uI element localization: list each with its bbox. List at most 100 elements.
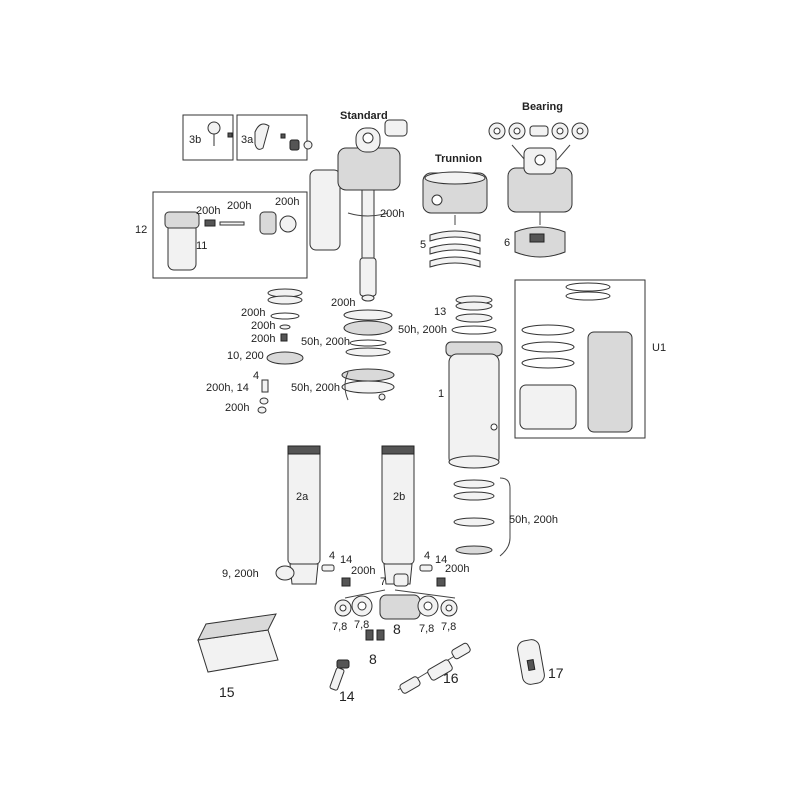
part-9-bushing [275, 565, 295, 581]
label-U1: U1 [652, 342, 666, 354]
label-3b: 3b [189, 134, 201, 146]
part-3b-box [182, 114, 234, 161]
label-2b: 2b [393, 491, 405, 503]
standard-eyelet-hole [362, 132, 374, 144]
label-1: 1 [438, 388, 444, 400]
part-16-end-a [399, 676, 421, 694]
label-200h-14: 200h, 14 [206, 382, 249, 394]
p13-ring-3 [455, 313, 493, 323]
label-14-bottom: 14 [339, 688, 355, 704]
u1-ring-b [521, 341, 575, 353]
label-200h-center: 200h [331, 297, 355, 309]
part-U1-group: U1 [514, 279, 666, 439]
seal-stack-left [266, 288, 304, 365]
r-seal-4 [455, 545, 493, 555]
seal-ring-2 [267, 295, 303, 305]
label-200h-12b: 200h [227, 200, 251, 212]
label-2a: 2a [296, 491, 309, 503]
valve-left [257, 379, 269, 414]
seal-piston [266, 351, 304, 365]
part-15-tool [197, 613, 279, 673]
tube-2b-top [381, 445, 415, 455]
label-14-2a: 14 [340, 554, 352, 566]
standard-shock-body [309, 119, 408, 297]
hw-leader-l [344, 589, 386, 599]
label-7: 7 [380, 576, 386, 588]
hw-bearing-2-in [357, 601, 367, 611]
clip-3 [429, 256, 481, 268]
label-3a: 3a [241, 134, 254, 146]
label-200h-2a: 200h [351, 565, 375, 577]
part-3a-box [236, 114, 308, 161]
seal-oring [270, 312, 300, 320]
label-200h-standard: 200h [380, 208, 404, 220]
bearing-2-inner [513, 127, 521, 135]
part-13 [451, 295, 497, 335]
bearing-spacer [529, 125, 549, 137]
bearing-head [507, 167, 573, 213]
part-3a-eyelet [254, 123, 270, 150]
cap-12 [279, 215, 297, 233]
bearing-3-inner [556, 127, 564, 135]
heading-trunnion: Trunnion [435, 153, 482, 165]
u1-ring-a [521, 324, 575, 336]
part-6-block [529, 233, 545, 243]
part-14-valve [329, 659, 350, 691]
label-78-d: 7,8 [441, 621, 456, 633]
c-seal-6 [341, 368, 395, 382]
spring-small [204, 219, 216, 227]
part-1-air-can [445, 341, 503, 469]
bearing-group [488, 122, 589, 213]
label-200h-s2: 200h [251, 320, 275, 332]
standard-bushing [384, 119, 408, 137]
part-3b-group: 3b [182, 114, 234, 161]
label-200h-2b: 200h [445, 563, 469, 575]
knob-12 [259, 211, 277, 235]
trunnion-top-ring [424, 171, 486, 185]
clip-1 [429, 230, 481, 242]
label-78-a: 7,8 [332, 621, 347, 633]
part-14-cap [336, 659, 350, 669]
part-6 [514, 226, 566, 258]
c-seal-8 [378, 393, 386, 401]
air-can-hole [490, 423, 498, 431]
label-13: 13 [434, 306, 446, 318]
hardware-row [334, 573, 458, 641]
bearing-4-inner [576, 127, 584, 135]
part-5-clips [429, 230, 481, 268]
seal-stack-right [453, 477, 511, 557]
pin-small [219, 221, 245, 226]
heading-bearing: Bearing [522, 101, 563, 113]
label-9-200h: 9, 200h [222, 568, 259, 580]
part-3a-group: 3a [236, 114, 308, 161]
reservoir-top [164, 211, 200, 229]
valve-2a-cap [341, 577, 351, 587]
c-seal-5 [345, 347, 391, 357]
label-200h-12c: 200h [275, 196, 299, 208]
hw-bolt-1 [365, 629, 374, 641]
standard-head [337, 147, 401, 191]
hw-clamp [379, 594, 421, 620]
hw-bearing-4-in [445, 604, 453, 612]
r-seal-3 [453, 517, 495, 527]
part-17 [517, 639, 545, 685]
standard-reservoir [309, 169, 341, 251]
c-seal-4 [349, 339, 387, 347]
part-14-body [329, 667, 345, 691]
c-seal-2 [343, 309, 393, 321]
hw-bearing-1-in [339, 604, 347, 612]
label-6: 6 [504, 237, 510, 249]
label-200h-s1: 200h [241, 307, 265, 319]
standard-oring [347, 212, 389, 217]
c-bracket [344, 371, 349, 401]
seal-tiny [280, 333, 288, 342]
tube-2a-body [287, 445, 321, 565]
u1-oring-1 [565, 282, 611, 292]
standard-shaft-lower [359, 257, 377, 297]
c-seal-1 [361, 294, 375, 302]
label-200h-s3: 200h [251, 333, 275, 345]
label-78-b: 7,8 [354, 619, 369, 631]
label-50h200h-right: 50h, 200h [509, 514, 558, 526]
part-3a-screw [280, 133, 286, 139]
label-16: 16 [443, 670, 459, 686]
